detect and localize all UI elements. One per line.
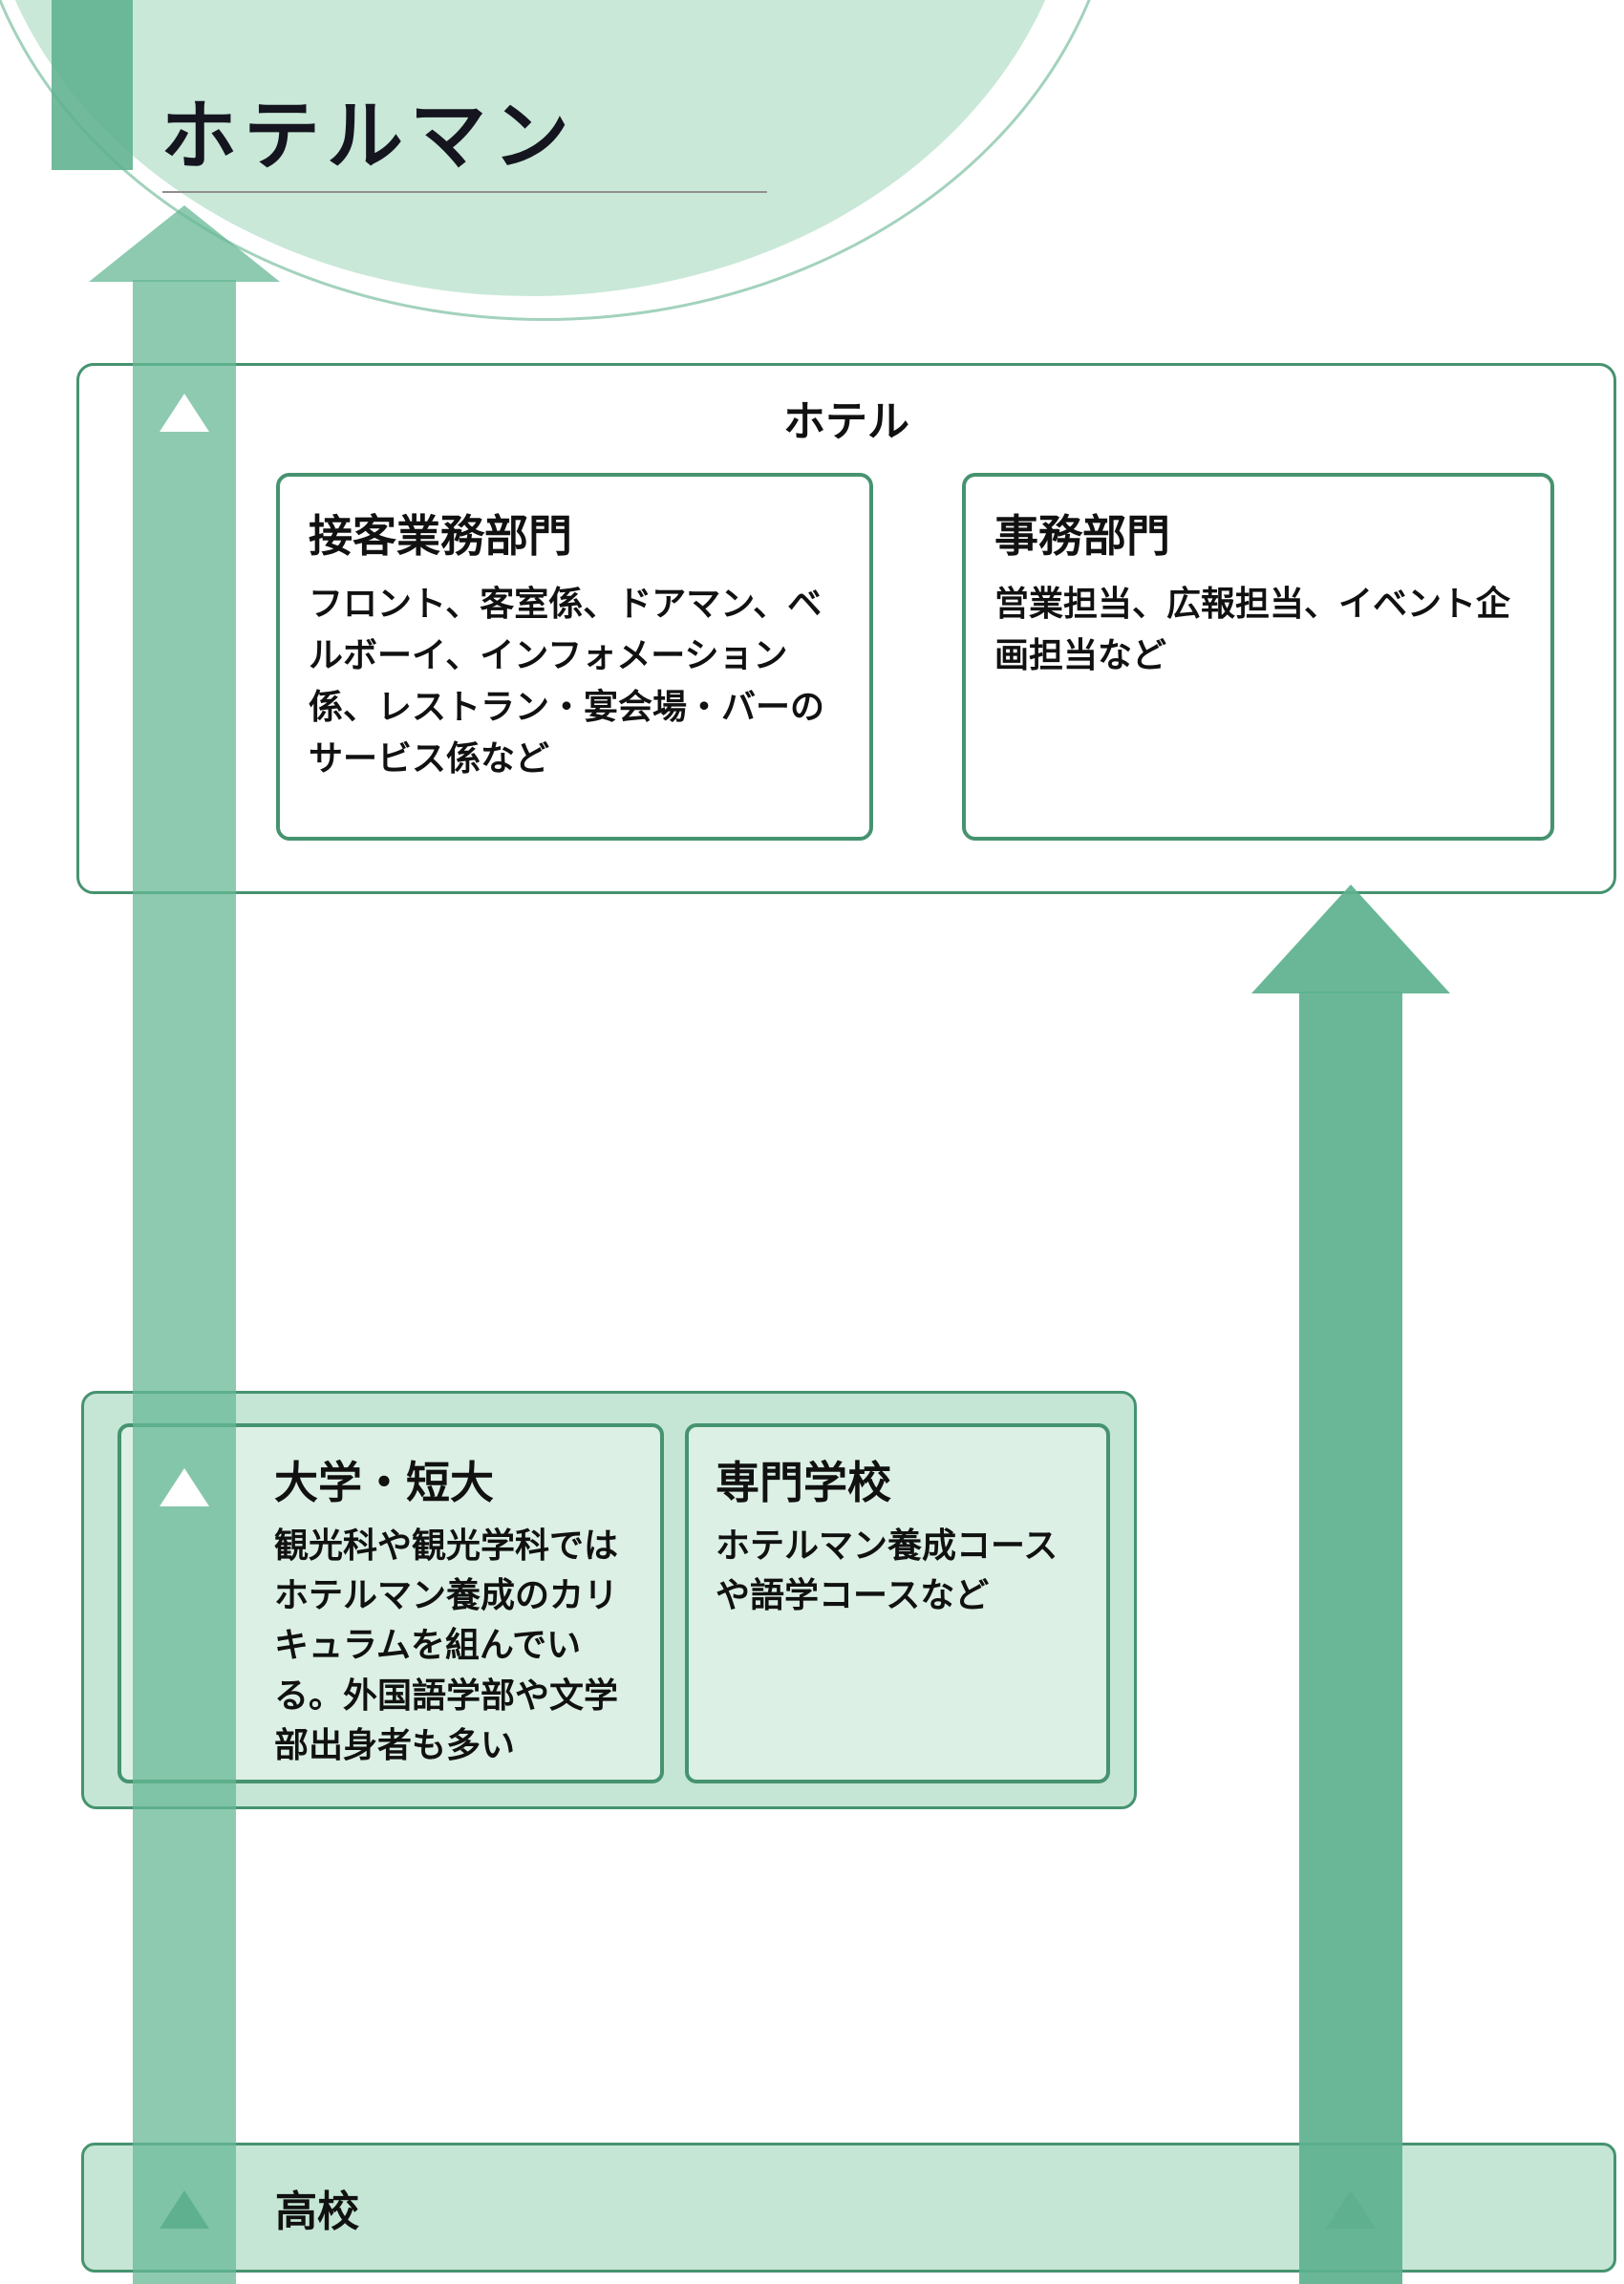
highschool-label: 高校 [275, 2188, 359, 2235]
arrow-head-up-icon [89, 205, 280, 282]
arrow-shaft [1299, 992, 1402, 2284]
vocational-school-card-body: ホテルマン養成コースや語学コースなど [716, 1526, 1058, 1615]
top-left-arrow-band [52, 0, 133, 170]
office-department-body: 営業担当、広報担当、イベント企画担当など [994, 584, 1511, 674]
up-triangle-icon [160, 2190, 209, 2229]
hotel-box-label: ホテル [783, 398, 909, 445]
up-triangle-icon [1326, 2190, 1376, 2229]
page-title: ホテルマン [160, 91, 576, 181]
vocational-school-card-title: 専門学校 [716, 1458, 891, 1507]
up-triangle-icon [160, 1468, 209, 1506]
vocational-school-card: 専門学校 ホテルマン養成コースや語学コースなど [685, 1423, 1110, 1783]
service-department-body: フロント、客室係、ドアマン、ベルボーイ、インフォメーション係、レストラン・宴会場… [309, 584, 825, 778]
office-department-title: 事務部門 [994, 511, 1170, 561]
education-box: 大学・短大 観光科や観光学科ではホテルマン養成のカリキュラムを組んでいる。外国語… [81, 1391, 1137, 1809]
up-triangle-icon [160, 394, 209, 432]
university-card-title: 大学・短大 [274, 1458, 494, 1507]
service-department-card: 接客業務部門 フロント、客室係、ドアマン、ベルボーイ、インフォメーション係、レス… [276, 473, 873, 841]
title-underline [162, 191, 767, 193]
office-department-card: 事務部門 営業担当、広報担当、イベント企画担当など [962, 473, 1554, 841]
arrow-shaft [133, 280, 236, 2284]
hotel-box: ホテル 接客業務部門 フロント、客室係、ドアマン、ベルボーイ、インフォメーション… [76, 363, 1616, 894]
service-department-title: 接客業務部門 [309, 511, 572, 561]
university-card-body: 観光科や観光学科ではホテルマン養成のカリキュラムを組んでいる。外国語学部や文学部… [274, 1526, 619, 1764]
arrow-head-up-icon [1251, 885, 1450, 993]
